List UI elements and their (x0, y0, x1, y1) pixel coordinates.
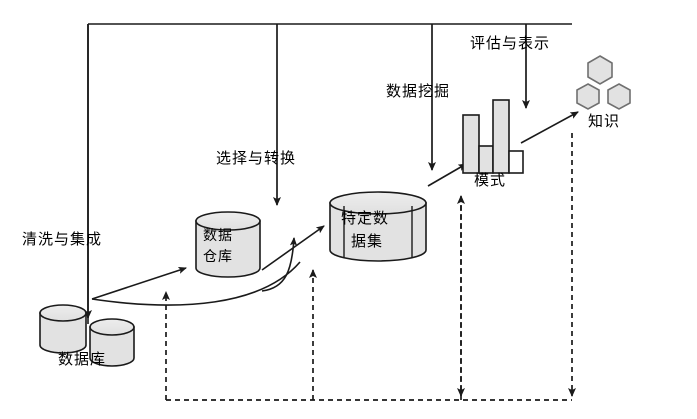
edge-label-clean-integrate: 清洗与集成 (22, 232, 103, 248)
node-label-knowledge: 知识 (588, 114, 621, 130)
flow-dataset-to-patterns (427, 163, 467, 187)
hexagon-right (607, 83, 631, 110)
edge-label-data-mining: 数据挖掘 (386, 84, 451, 100)
edge-label-select-transform: 选择与转换 (216, 151, 297, 167)
bar-1 (462, 114, 480, 174)
node-label-dataset-line1: 特定数 (341, 211, 390, 227)
flow-warehouse-sweep (91, 261, 301, 306)
node-label-databases: 数据库 (58, 352, 107, 368)
node-label-warehouse-line1: 数据 (203, 229, 233, 244)
hexagon-top (587, 55, 613, 85)
hexagon-left (576, 83, 600, 110)
flow-patterns-to-knowledge (520, 111, 579, 144)
specific-dataset-node (329, 191, 427, 262)
feedback-loops (162, 133, 576, 401)
patterns-bar-chart (462, 99, 524, 174)
node-label-patterns: 模式 (474, 173, 507, 189)
bar-3 (492, 99, 510, 174)
bar-4 (508, 150, 524, 174)
bar-2 (478, 145, 494, 174)
data-warehouse-node (195, 211, 261, 278)
edge-label-evaluate-present: 评估与表示 (470, 36, 551, 52)
node-label-dataset-line2: 据集 (351, 234, 384, 250)
knowledge-hexagons (576, 55, 631, 110)
flow-warehouse-to-dataset (261, 225, 325, 292)
databases-node (39, 304, 135, 367)
node-label-warehouse-line2: 仓库 (203, 250, 233, 265)
flow-databases-to-warehouse (91, 266, 187, 300)
